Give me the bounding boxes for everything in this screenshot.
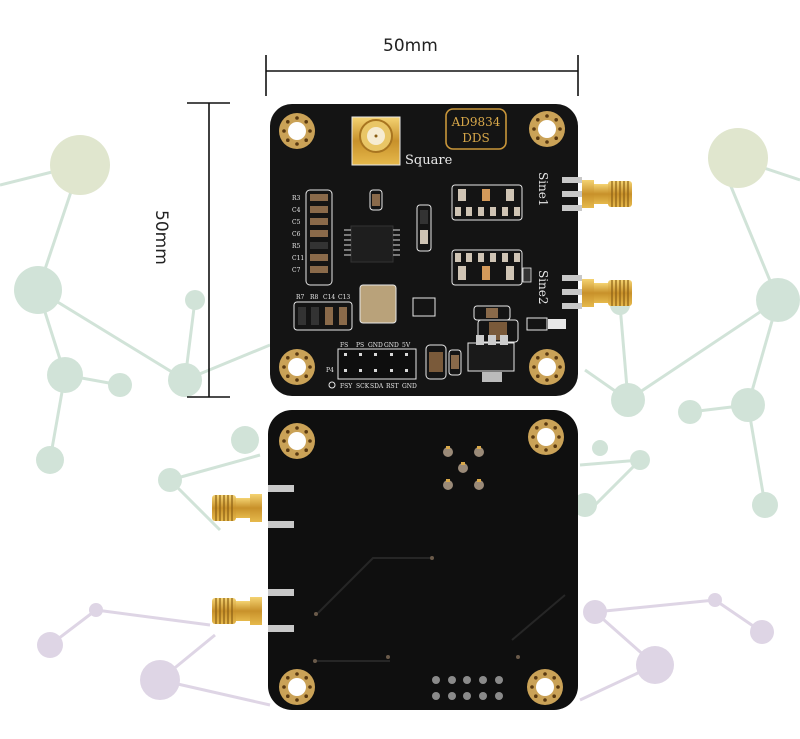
svg-text:R5: R5 — [292, 243, 301, 250]
back-board — [211, 410, 578, 710]
svg-text:C7: C7 — [292, 267, 301, 274]
sine1-connector — [562, 177, 633, 211]
header-top-label: 5V — [402, 342, 411, 349]
header-bottom-label: SCK — [356, 383, 370, 390]
header-bottom-label: FSY — [340, 383, 353, 390]
header-top-label: GND — [384, 342, 399, 349]
svg-text:R7: R7 — [296, 294, 305, 301]
sine1-connector-label: Sine1 — [536, 172, 550, 207]
filter-block-1 — [451, 184, 523, 221]
svg-text:C11: C11 — [292, 255, 304, 262]
back-pin-header — [432, 676, 503, 700]
svg-text:C5: C5 — [292, 219, 301, 226]
pin-header-p4: FS PS GND GND 5V FSY SCK SDA RST GND P4 — [326, 342, 417, 390]
svg-text:R3: R3 — [292, 195, 301, 202]
square-connector-label: Square — [405, 153, 453, 168]
header-bottom-label: RST — [386, 383, 399, 390]
svg-text:C6: C6 — [292, 231, 301, 238]
height-dimension-line — [187, 102, 230, 398]
svg-text:C4: C4 — [292, 207, 301, 214]
header-top-label: FS — [340, 342, 348, 349]
filter-block-2 — [451, 249, 532, 286]
chip-label-line1: AD9834 — [451, 115, 501, 129]
header-top-label: PS — [356, 342, 364, 349]
height-dimension-label: 50mm — [151, 210, 171, 265]
sine2-connector-label: Sine2 — [536, 270, 550, 305]
back-connector-2 — [211, 589, 294, 632]
header-bottom-label: SDA — [370, 383, 384, 390]
width-dimension-line — [265, 55, 579, 96]
svg-text:C14: C14 — [323, 294, 335, 301]
header-top-label: GND — [368, 342, 383, 349]
header-name: P4 — [326, 367, 334, 374]
svg-text:R8: R8 — [310, 294, 319, 301]
chip-label-line2: DDS — [462, 131, 489, 145]
header-bottom-label: GND — [402, 383, 417, 390]
svg-text:C13: C13 — [338, 294, 350, 301]
back-connector-1 — [211, 485, 294, 528]
sine2-connector — [562, 275, 633, 309]
width-dimension-label: 50mm — [383, 36, 438, 56]
